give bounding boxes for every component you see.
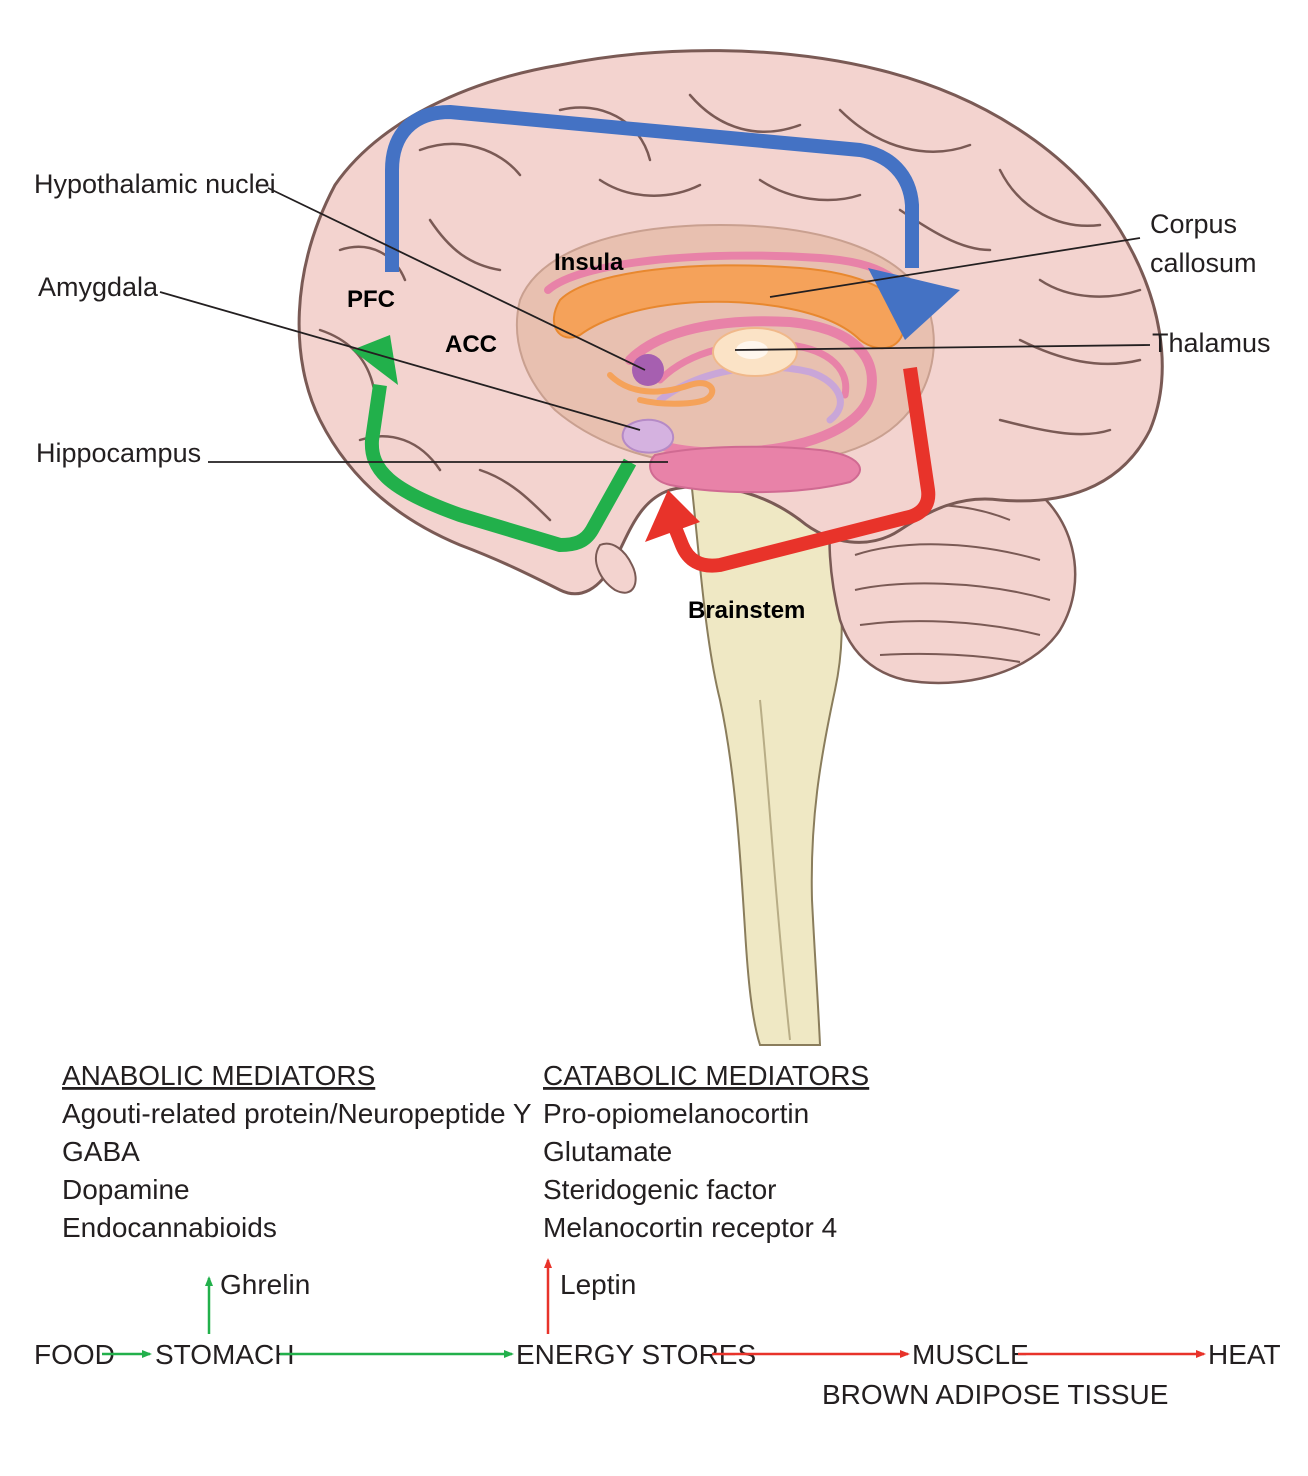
label-hippocampus: Hippocampus xyxy=(36,438,201,468)
region-insula: Insula xyxy=(554,249,624,276)
green-pathway-arrow xyxy=(364,383,637,552)
catabolic-item: Melanocortin receptor 4 xyxy=(543,1212,837,1243)
flow-leptin: Leptin xyxy=(560,1269,636,1300)
anabolic-item: GABA xyxy=(62,1136,140,1167)
label-callosum: callosum xyxy=(1150,248,1257,278)
blue-pathway-arrow xyxy=(385,105,919,272)
anabolic-item: Endocannabioids xyxy=(62,1212,277,1243)
catabolic-item: Pro-opiomelanocortin xyxy=(543,1098,809,1129)
label-hypothalamic-nuclei: Hypothalamic nuclei xyxy=(34,169,276,199)
flow-muscle: MUSCLE xyxy=(912,1339,1029,1370)
catabolic-item: Glutamate xyxy=(543,1136,672,1167)
anabolic-item: Agouti-related protein/Neuropeptide Y xyxy=(62,1098,532,1129)
catabolic-heading: CATABOLIC MEDIATORS xyxy=(543,1060,869,1091)
catabolic-item: Steridogenic factor xyxy=(543,1174,776,1205)
flow-stomach: STOMACH xyxy=(155,1339,295,1370)
anabolic-item: Dopamine xyxy=(62,1174,190,1205)
region-pfc: PFC xyxy=(347,286,395,313)
label-corpus: Corpus xyxy=(1150,209,1237,239)
flow-food: FOOD xyxy=(34,1339,115,1370)
amygdala-shape xyxy=(621,418,675,454)
flow-ghrelin: Ghrelin xyxy=(220,1269,310,1300)
region-brainstem: Brainstem xyxy=(688,597,805,624)
label-thalamus: Thalamus xyxy=(1152,328,1271,358)
flow-brown-adipose: BROWN ADIPOSE TISSUE xyxy=(822,1379,1168,1410)
label-amygdala: Amygdala xyxy=(38,272,159,302)
red-pathway-arrow xyxy=(665,366,936,573)
hippocampus-shape xyxy=(649,445,861,494)
region-acc: ACC xyxy=(445,331,497,358)
hypothalamic-nucleus xyxy=(632,354,664,386)
flow-heat: HEAT xyxy=(1208,1339,1281,1370)
anabolic-heading: ANABOLIC MEDIATORS xyxy=(62,1060,375,1091)
corpus-callosum-shape xyxy=(553,264,907,350)
